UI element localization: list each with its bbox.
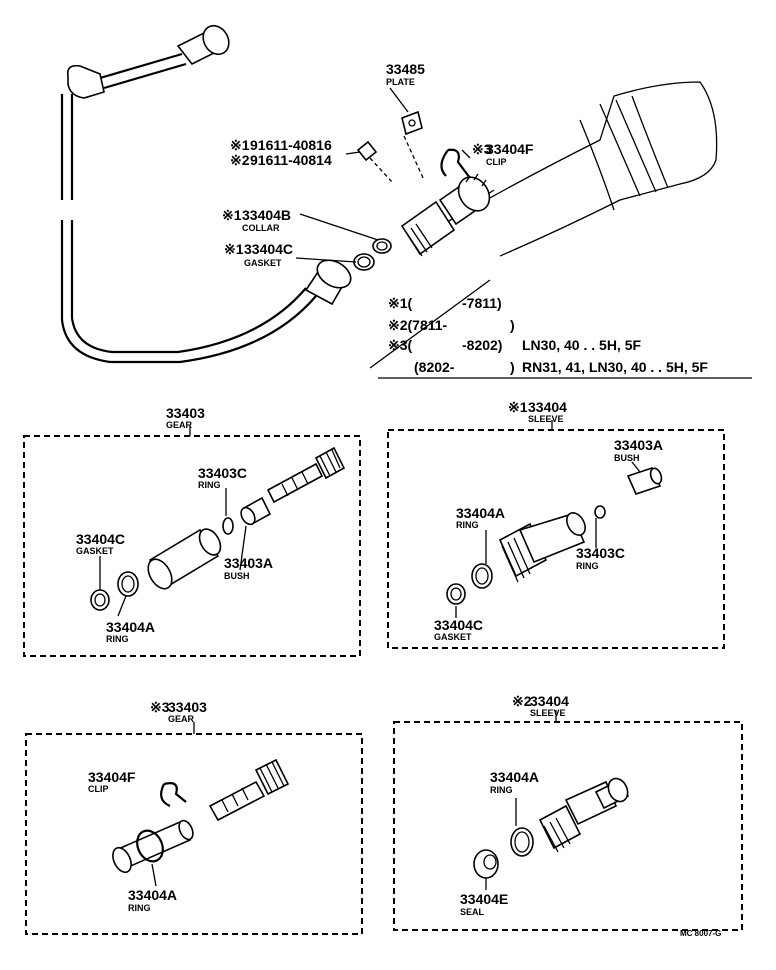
- gasket-part-number: 33404C: [244, 241, 293, 257]
- box3-clip-part-number: 33404F: [88, 769, 136, 785]
- plate-part-number: 33485: [386, 61, 425, 77]
- plate-name: PLATE: [386, 77, 415, 87]
- collar-mark: ※1: [222, 207, 242, 223]
- box2-gasket-part-number: 33404C: [434, 617, 483, 633]
- box1-bush-name: BUSH: [224, 571, 250, 581]
- box2-gasket-name: GASKET: [434, 632, 472, 642]
- speedometer-cable-illustration: [60, 24, 718, 369]
- box2-ring-a-part-number: 33404A: [456, 505, 505, 521]
- box1-ring-a-name: RING: [106, 634, 129, 644]
- box4-title-part-number: 33404: [530, 693, 569, 709]
- legend-row4-range: ): [510, 359, 515, 375]
- box4-title-name: SLEEVE: [530, 708, 566, 718]
- box4-title-mark: ※2: [512, 693, 532, 709]
- box4-ring-a-part-number: 33404A: [490, 769, 539, 785]
- box3-title-mark: ※3: [150, 699, 170, 715]
- box2-frame: [387, 429, 725, 649]
- screw1-mark: ※1: [230, 137, 250, 153]
- box4-frame: [393, 721, 743, 931]
- box2-title-name: SLEEVE: [528, 414, 564, 424]
- box4-seal-part-number: 33404E: [460, 891, 508, 907]
- box3-ring-a-part-number: 33404A: [128, 887, 177, 903]
- box1-ring-a-part-number: 33404A: [106, 619, 155, 635]
- box2-ring-a-name: RING: [456, 520, 479, 530]
- box4-seal-name: SEAL: [460, 907, 485, 917]
- legend-row3-range: -8202): [462, 337, 502, 353]
- box1-gasket-name: GASKET: [76, 546, 114, 556]
- box4-ring-a-name: RING: [490, 785, 513, 795]
- box2-ring-c-part-number: 33403C: [576, 545, 625, 561]
- legend-row1-mark: ※1(: [388, 295, 413, 311]
- legend-row4-models: RN31, 41, LN30, 40 . . 5H, 5F: [522, 359, 708, 375]
- box4-parts: [473, 777, 630, 890]
- box3-ring-a-name: RING: [128, 903, 151, 913]
- box1-ring-c-name: RING: [198, 480, 221, 490]
- box1-frame: [23, 435, 361, 657]
- box3-title-name: GEAR: [168, 714, 195, 724]
- box3-parts: [112, 758, 290, 887]
- box3-title-part-number: 33403: [168, 699, 207, 715]
- box1-parts: [90, 446, 346, 617]
- box2-ring-c-name: RING: [576, 561, 599, 571]
- legend: ※1( -7811) ※2(7811- ) ※3( -8202) LN30, 4…: [378, 295, 752, 379]
- screw2-mark: ※2: [230, 152, 250, 168]
- screw1-part-number: 91611-40816: [250, 137, 332, 153]
- box1-title-name: GEAR: [166, 420, 193, 430]
- legend-row4-mark: (8202-: [414, 359, 455, 375]
- legend-row1-range: -7811): [462, 295, 502, 311]
- diagram-code: MC 8007-G: [680, 929, 721, 938]
- legend-row2-mark: ※2(7811-: [388, 317, 448, 333]
- box3-frame: [25, 733, 363, 935]
- clip-name: CLIP: [486, 157, 507, 167]
- gasket-name: GASKET: [244, 258, 282, 268]
- collar-name: COLLAR: [242, 223, 280, 233]
- box1-ring-c-part-number: 33403C: [198, 465, 247, 481]
- screw2-part-number: 91611-40814: [250, 152, 332, 168]
- box2-title-part-number: 33404: [528, 399, 567, 415]
- legend-row3-models: LN30, 40 . . 5H, 5F: [522, 337, 641, 353]
- legend-row2-range: ): [510, 317, 515, 333]
- box3-clip-name: CLIP: [88, 784, 109, 794]
- clip-mark: ※3: [472, 141, 492, 157]
- legend-row3-mark: ※3(: [388, 337, 413, 353]
- box1-gasket-part-number: 33404C: [76, 531, 125, 547]
- box2-bush-part-number: 33403A: [614, 437, 663, 453]
- box2-bush-name: BUSH: [614, 453, 640, 463]
- box2-parts: [446, 461, 663, 618]
- clip-part-number: 33404F: [486, 141, 534, 157]
- box1-title-part-number: 33403: [166, 405, 205, 421]
- box1-bush-part-number: 33403A: [224, 555, 273, 571]
- box2-title-mark: ※1: [508, 399, 528, 415]
- gasket-mark: ※1: [224, 241, 244, 257]
- collar-part-number: 33404B: [242, 207, 291, 223]
